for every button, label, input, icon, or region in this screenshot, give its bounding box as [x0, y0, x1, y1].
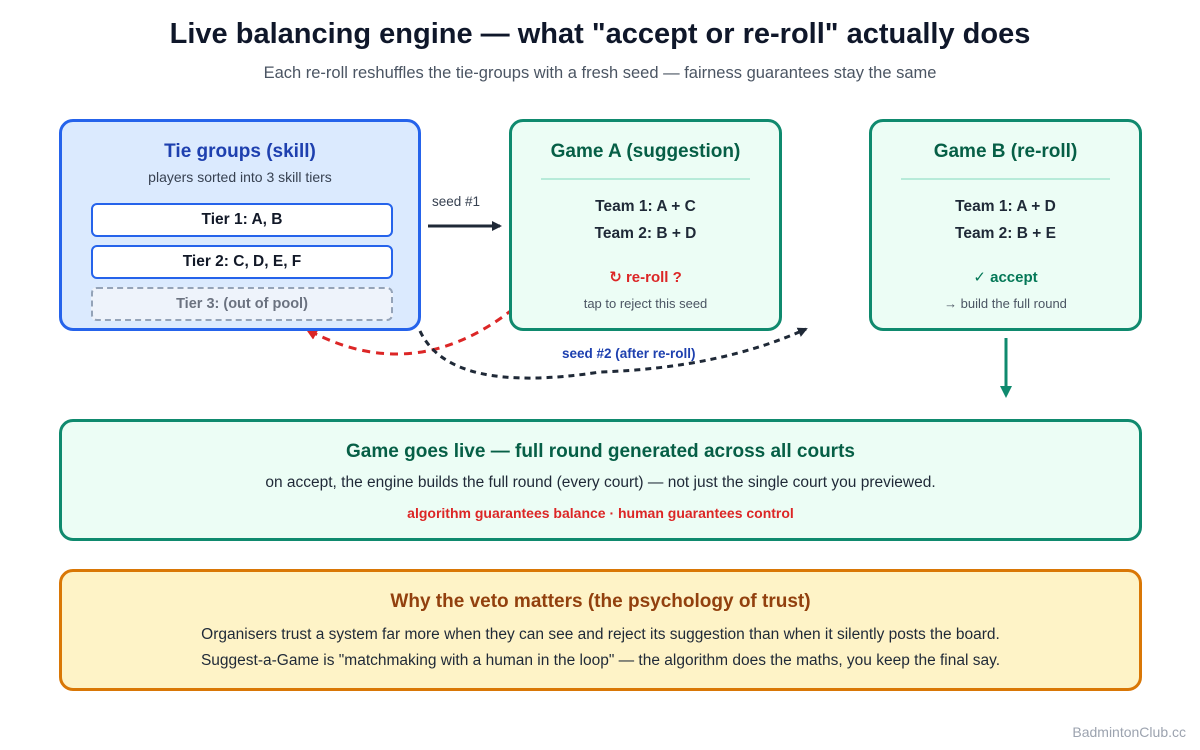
veto-box: Why the veto matters (the psychology of … [59, 569, 1142, 691]
reroll-arrow [305, 298, 525, 356]
seed2-arrow [418, 327, 808, 380]
game-live-box: Game goes live — full round generated ac… [59, 419, 1142, 541]
game-b-card: Game B (re-roll) Team 1: A + D Team 2: B… [869, 119, 1142, 331]
veto-line-2: Suggest-a-Game is "matchmaking with a hu… [200, 652, 1001, 669]
game-a-title: Game A (suggestion) [550, 141, 741, 162]
game-a-hint: tap to reject this seed [583, 296, 708, 311]
tier-1: Tier 1: A, B [91, 203, 393, 237]
game-live-note: algorithm guarantees balance · human gua… [407, 505, 794, 521]
seed2-label: seed #2 (after re-roll) [562, 346, 696, 361]
page-title: Live balancing engine — what "accept or … [169, 18, 1031, 50]
game-a-team1: Team 1: A + C [595, 198, 696, 215]
game-a-divider [541, 178, 750, 180]
game-b-divider [901, 178, 1110, 180]
game-live-title: Game goes live — full round generated ac… [346, 441, 855, 462]
game-live-description: on accept, the engine builds the full ro… [265, 474, 936, 491]
game-b-team2: Team 2: B + E [955, 225, 1056, 242]
reroll-button[interactable]: ↻ re-roll ? [609, 269, 682, 286]
accept-button[interactable]: ✓ accept [973, 269, 1038, 286]
seed1-label: seed #1 [432, 194, 481, 209]
page-subtitle: Each re-roll reshuffles the tie-groups w… [263, 64, 937, 82]
veto-line-1: Organisers trust a system far more when … [201, 626, 1000, 643]
veto-title: Why the veto matters (the psychology of … [390, 591, 811, 612]
tier-2: Tier 2: C, D, E, F [91, 245, 393, 279]
game-b-hint: → build the full round [944, 296, 1067, 311]
tie-groups-box: Tie groups (skill) players sorted into 3… [59, 119, 421, 331]
game-a-team2: Team 2: B + D [594, 225, 697, 242]
tie-groups-title: Tie groups (skill) [164, 141, 316, 162]
tier-3: Tier 3: (out of pool) [91, 287, 393, 321]
game-b-title: Game B (re-roll) [933, 141, 1078, 162]
brand-watermark: BadmintonClub.cc [1072, 724, 1186, 740]
game-a-card: Game A (suggestion) Team 1: A + C Team 2… [509, 119, 782, 331]
game-b-team1: Team 1: A + D [955, 198, 1056, 215]
tie-groups-subtitle: players sorted into 3 skill tiers [148, 169, 332, 185]
